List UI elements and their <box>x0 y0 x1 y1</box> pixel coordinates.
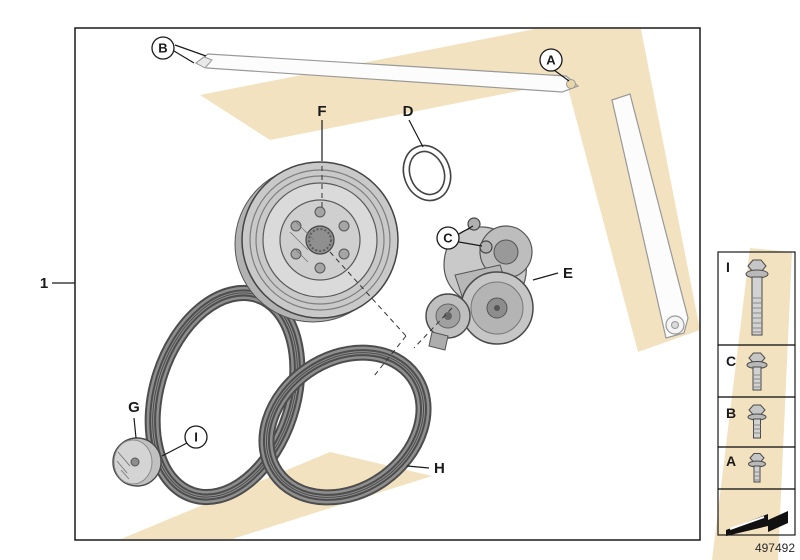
leader-B1 <box>173 50 195 64</box>
legend-box-arrow[interactable] <box>717 488 796 536</box>
callout-I: I <box>194 430 198 445</box>
leader-lines <box>52 44 570 469</box>
right-rod-body <box>611 93 689 339</box>
leader-B2 <box>174 44 207 57</box>
long-flange-bolt-icon <box>745 259 769 336</box>
drawing-number: 497492 <box>755 541 795 555</box>
installation-direction-arrow-icon <box>726 511 788 536</box>
main-diagram-frame <box>74 27 701 541</box>
callout-A: A <box>546 53 556 68</box>
callout-E[interactable]: E <box>563 265 573 282</box>
tensioner-bolt-lower <box>479 240 493 254</box>
leader-I <box>161 442 188 457</box>
watermark-band-top <box>200 29 625 140</box>
belt-tensioner <box>425 217 534 351</box>
tensioner-rear-hub <box>493 239 519 265</box>
leader-C1 <box>458 225 474 235</box>
idler-pulley <box>112 437 162 487</box>
upper-rod-fork-end <box>195 56 213 69</box>
right-rod-part <box>611 93 689 339</box>
callout-I-circled[interactable]: I <box>184 425 208 449</box>
right-rod-eye-hole <box>671 321 679 329</box>
leader-H <box>406 465 430 469</box>
upper-rod-bolt-eye <box>566 79 576 89</box>
short-flange-bolt-icon <box>747 404 767 439</box>
pulley-hatching <box>289 221 315 263</box>
watermark-band-bottom-left <box>120 452 432 539</box>
callout-D[interactable]: D <box>403 103 414 120</box>
belt-right-loop <box>258 344 432 506</box>
medium-flange-bolt-icon <box>746 352 768 391</box>
upper-rod-body <box>194 53 580 93</box>
legend-box-I[interactable]: I <box>717 251 796 346</box>
legend-label-A: A <box>726 453 736 469</box>
item-1-label[interactable]: 1 <box>40 275 48 292</box>
fastener-legend: I C <box>717 251 796 536</box>
serpentine-belt <box>144 284 432 506</box>
pulley-bolt-holes <box>290 206 350 274</box>
legend-label-B: B <box>726 405 736 421</box>
callout-H[interactable]: H <box>434 460 445 477</box>
legend-label-I: I <box>726 259 730 275</box>
callout-B: B <box>158 41 167 56</box>
leader-C2 <box>458 241 483 247</box>
upper-rod-part <box>194 53 580 93</box>
leader-G <box>133 417 137 439</box>
pulley-center-bore <box>305 225 335 255</box>
callout-C: C <box>443 231 453 246</box>
legend-box-B[interactable]: B <box>717 396 796 448</box>
leader-A <box>553 69 570 82</box>
crankshaft-pulley <box>234 161 399 323</box>
callout-C-circled[interactable]: C <box>436 226 460 250</box>
legend-label-C: C <box>726 353 736 369</box>
idler-hatching <box>116 451 131 480</box>
tensioner-lever-tab <box>428 331 449 351</box>
construction-lines <box>321 166 453 377</box>
leader-D <box>408 119 424 148</box>
callout-A-circled[interactable]: A <box>539 48 563 72</box>
o-ring <box>402 144 452 202</box>
callout-labels: F D E H G B A C I 1 <box>40 36 573 477</box>
watermark-background <box>120 29 792 560</box>
callout-B-circled[interactable]: B <box>151 36 175 60</box>
pulley-spline <box>308 228 332 252</box>
callout-G[interactable]: G <box>128 399 140 416</box>
tensioner-small-roller-center <box>444 312 452 320</box>
leader-E <box>532 272 559 281</box>
watermark-band-sidebar <box>712 248 792 560</box>
callout-F[interactable]: F <box>317 103 326 120</box>
small-flange-bolt-icon <box>748 453 766 483</box>
tensioner-roller-center <box>494 305 500 311</box>
